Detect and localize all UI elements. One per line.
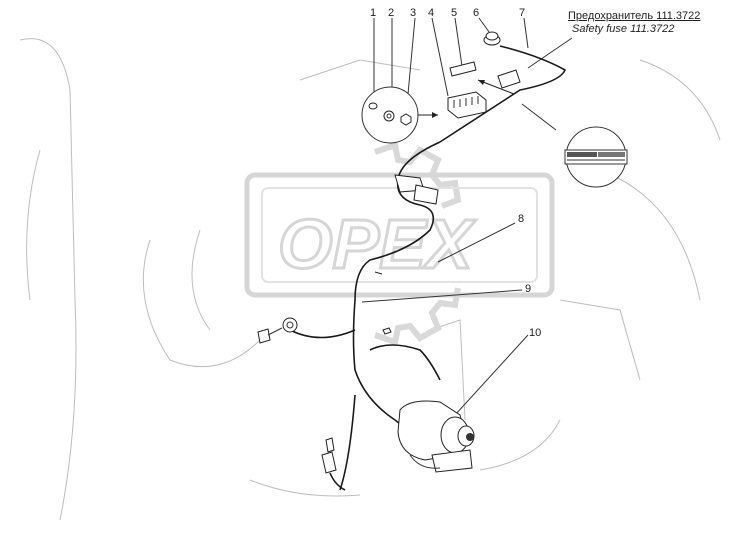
callout-5: 5 xyxy=(451,7,457,19)
fuse-plate xyxy=(449,61,477,77)
watermark-text: OPEX xyxy=(278,205,477,283)
switch-part xyxy=(483,31,501,46)
lower-left-sensor xyxy=(321,437,346,491)
main-harness xyxy=(289,141,441,491)
fuse-caption-en: Safety fuse 111.3722 xyxy=(572,23,675,35)
background-machinery xyxy=(19,38,721,521)
callout-8: 8 xyxy=(518,213,524,225)
callout-1: 1 xyxy=(370,7,376,19)
fastener-detail-circle xyxy=(361,86,438,144)
connector-block xyxy=(447,91,487,119)
callout-2: 2 xyxy=(388,7,394,19)
fuse-holder xyxy=(439,45,567,143)
callout-10: 10 xyxy=(529,327,541,339)
callout-numbers: 1 2 3 4 5 6 7 8 9 10 xyxy=(370,7,541,339)
fuse-caption-ru: Предохранитель 111.3722 xyxy=(568,10,701,22)
left-sensor xyxy=(257,317,298,344)
callout-7: 7 xyxy=(519,7,525,19)
callout-9: 9 xyxy=(525,283,531,295)
callout-4: 4 xyxy=(428,7,434,19)
callout-3: 3 xyxy=(410,7,416,19)
starter-motor xyxy=(397,400,475,473)
fuse-detail-circle xyxy=(521,103,628,188)
callout-6: 6 xyxy=(473,7,479,19)
